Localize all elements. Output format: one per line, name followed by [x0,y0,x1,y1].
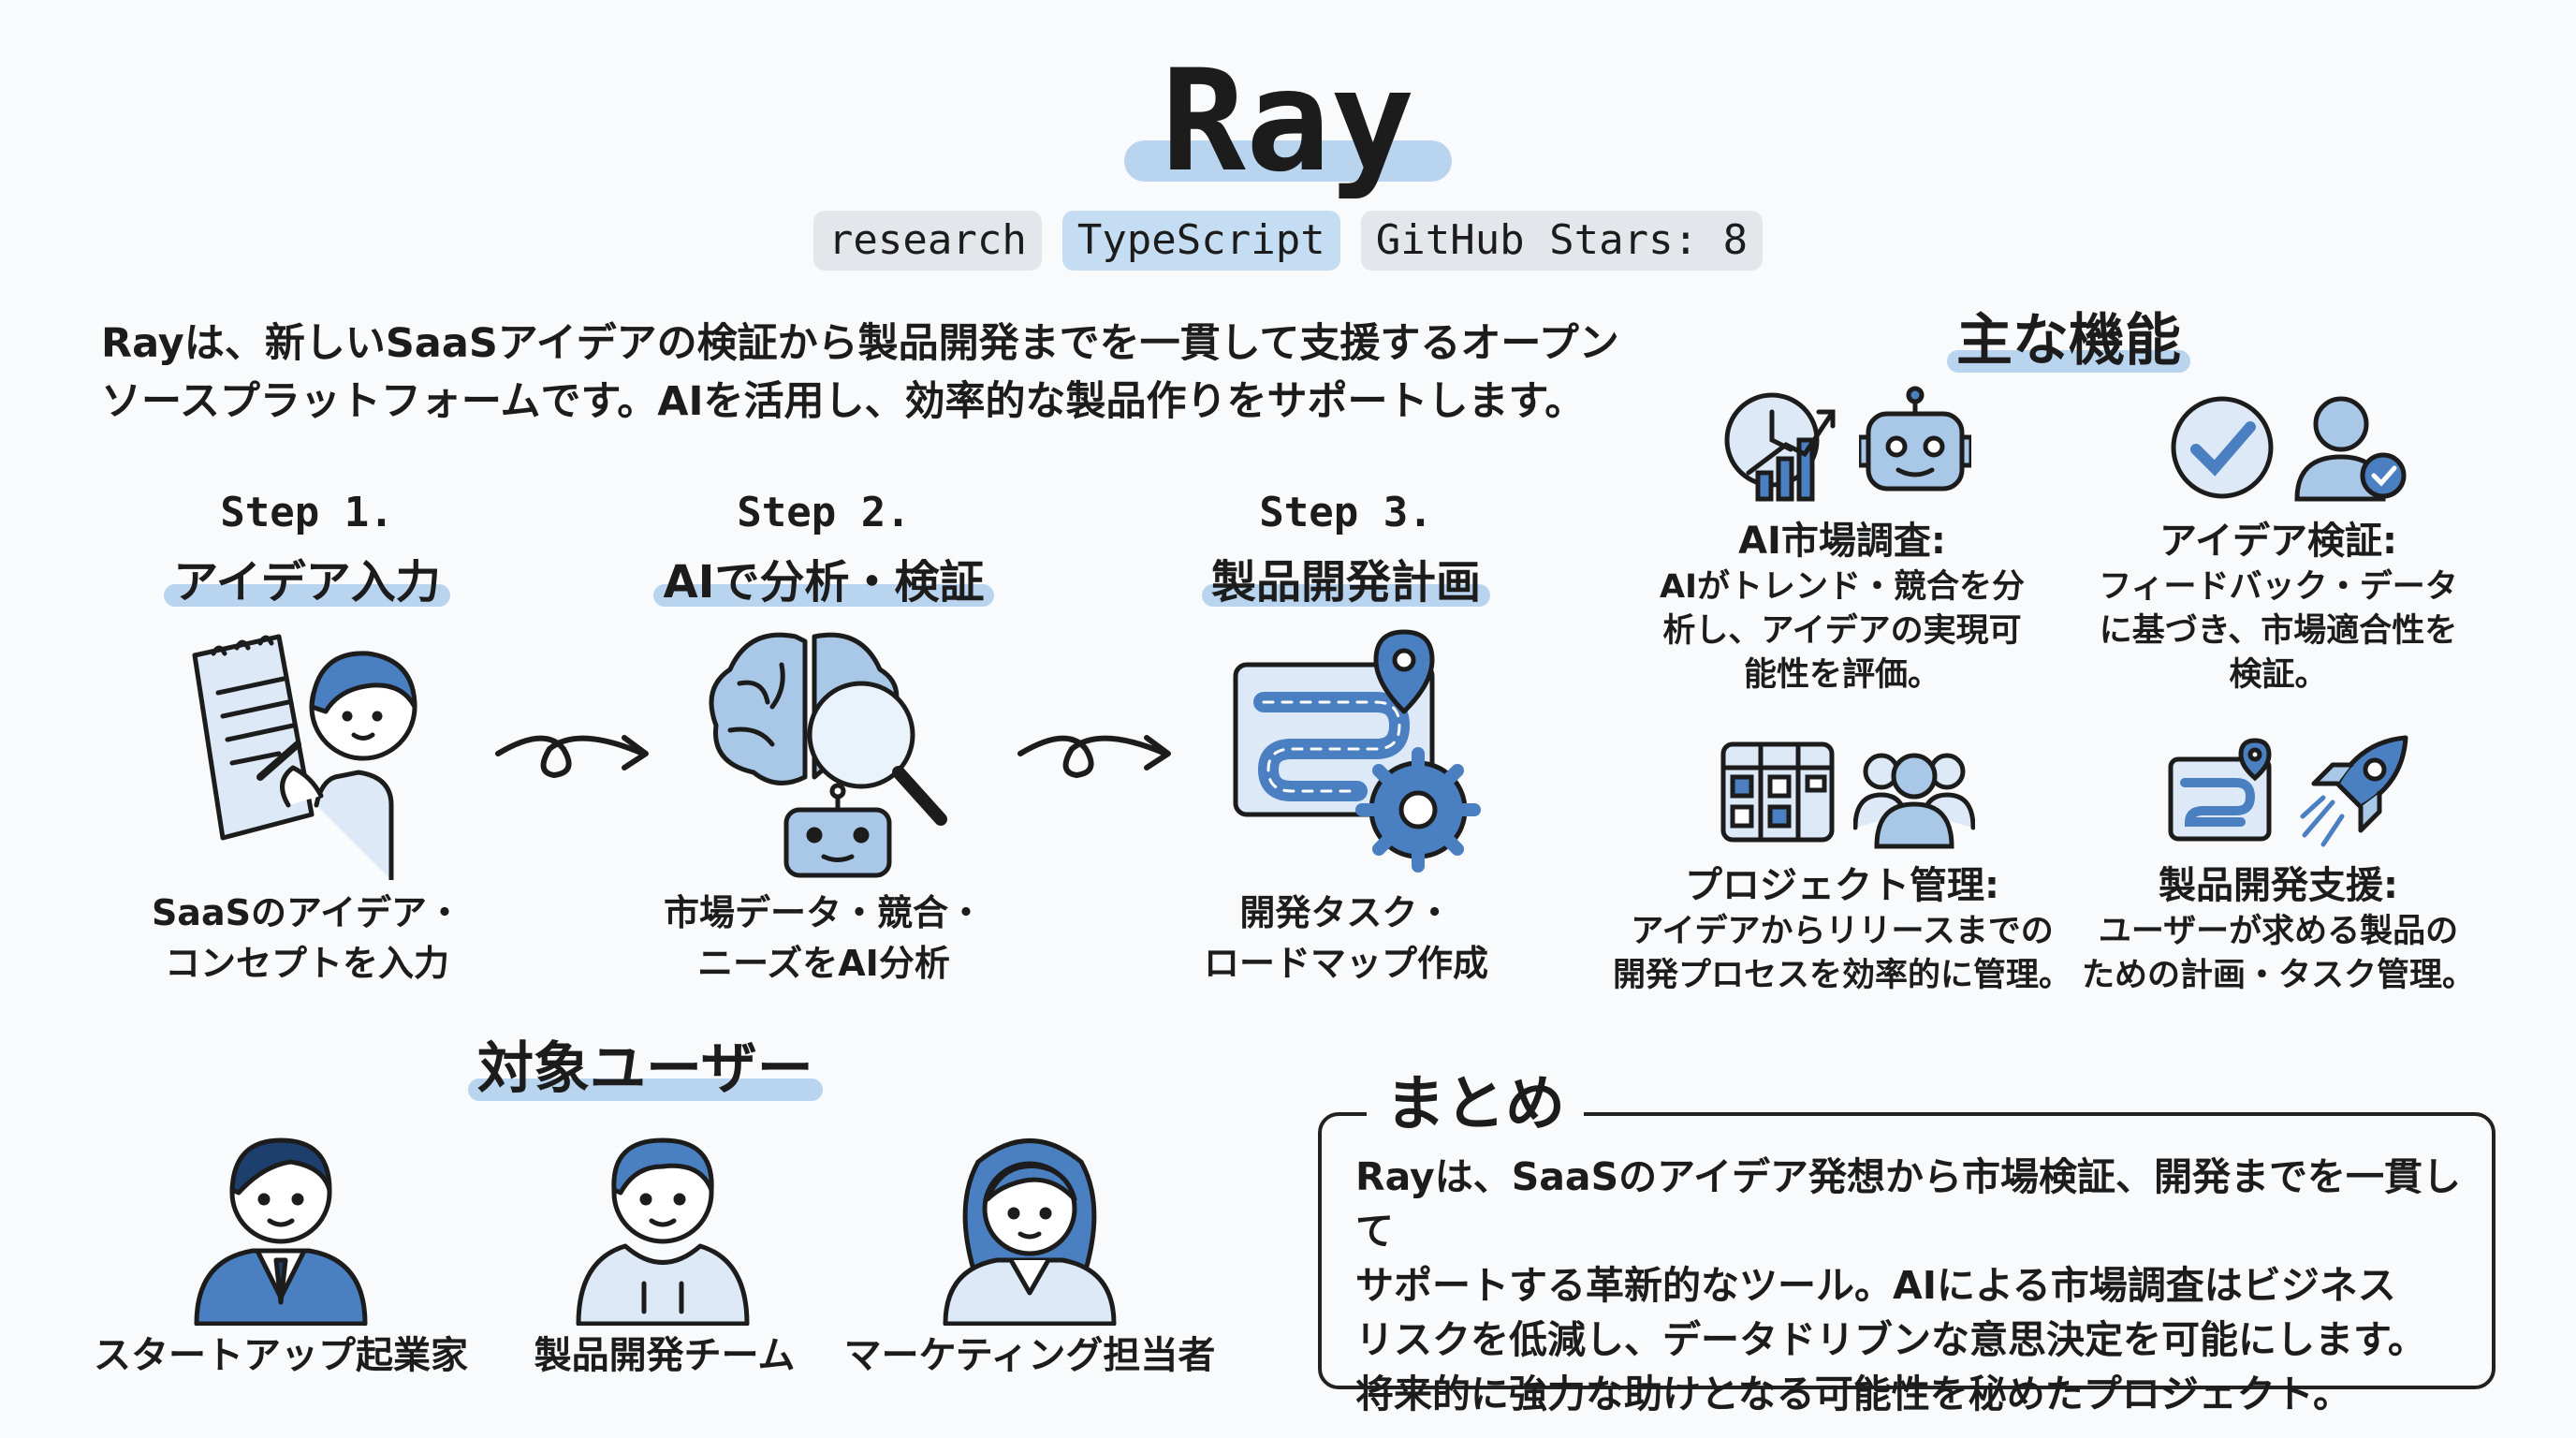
user-label: 製品開発チーム [534,1334,796,1377]
users-title: 対象ユーザー [468,1032,823,1107]
feature-2-line: 検証。 [2229,656,2328,694]
user-marketer: マーケティング担当者 [824,1329,1236,1382]
step-2-desc-line2: ニーズをAI分析 [697,943,950,984]
user-check-icon [2290,391,2411,507]
feature-3-title: プロジェクト管理: [1685,864,1999,907]
summary-line: リスクを低減し、データドリブンな意思決定を可能にします。 [1355,1317,2426,1362]
page-title: Ray [0,37,2576,206]
step-1: Step 1. アイデア入力 [26,487,588,612]
tag-list: research TypeScript GitHub Stars: 8 [0,211,2576,271]
summary-line: 将来的に強力な助けとなる可能性を秘めたプロジェクト。 [1355,1372,2351,1416]
roadmap-gear-icon [1217,618,1498,880]
step-3-title: 製品開発計画 [1201,552,1491,612]
feature-idea-validation: アイデア検証: フィードバック・データ に基づき、市場適合性を 検証。 [2044,517,2512,697]
step-1-desc-line2: コンセプトを入力 [164,943,449,984]
tag-research: research [812,211,1042,271]
summary-line: サポートする革新的なツール。AIによる市場調査はビジネス [1355,1263,2396,1308]
summary-text: Rayは、SaaSのアイデア発想から市場検証、開発までを一貫して サポートする革… [1355,1150,2479,1421]
feature-1-line: AIがトレンド・競合を分 [1659,568,2026,606]
user-label: マーケティング担当者 [843,1334,1216,1377]
step-2-label: Step 2. [737,489,911,536]
rocket-icon [2295,732,2411,858]
feature-2-title: アイデア検証: [2159,520,2397,563]
robot-icon [1856,386,1974,511]
step-1-title: アイデア入力 [164,552,450,612]
step-3-desc-line2: ロードマップ作成 [1203,943,1488,984]
step-2-desc-line1: 市場データ・競合・ [663,892,984,933]
step-3: Step 3. 製品開発計画 [1065,487,1627,612]
feature-3-line: アイデアからリリースまでの [1631,913,2054,950]
features-heading: 主な機能 [1891,303,2247,378]
summary-title: まとめ [1367,1067,1584,1142]
step-1-desc-line1: SaaSのアイデア・ [151,892,463,933]
user-product-team: 製品開発チーム [459,1329,871,1382]
roadmap-icon [2166,736,2282,852]
feature-2-line: に基づき、市場適合性を [2099,612,2458,650]
arrow-icon [489,712,657,800]
features-title: 主な機能 [1947,303,2190,378]
feature-3-line: 開発プロセスを効率的に管理。 [1612,957,2071,994]
tag-github-stars: GitHub Stars: 8 [1360,211,1764,271]
step-1-label: Step 1. [220,489,394,536]
clock-chart-icon [1720,384,1842,509]
feature-1-line: 能性を評価。 [1743,656,1940,694]
checkmark-circle-icon [2166,391,2278,507]
arrow-icon [1011,712,1179,800]
step-3-label: Step 3. [1259,489,1433,536]
feature-4-line: ための計画・タスク管理。 [2081,957,2475,994]
feature-2-line: フィードバック・データ [2099,568,2458,606]
woman-icon [936,1120,1123,1329]
team-icon [1852,734,1976,854]
user-label: スタートアップ起業家 [94,1334,468,1377]
feature-4-title: 製品開発支援: [2159,864,2398,907]
step-3-desc-line1: 開発タスク・ [1239,892,1453,933]
feature-1-title: AI市場調査: [1738,520,1946,563]
users-heading: 対象ユーザー [468,1032,823,1107]
notepad-writing-person-icon [157,618,457,880]
user-startup-founder: スタートアップ起業家 [75,1329,487,1382]
feature-ai-market-research: AI市場調査: AIがトレンド・競合を分 析し、アイデアの実現可 能性を評価。 [1608,517,2076,697]
title-text: Ray [1123,37,1453,206]
summary-line: Rayは、SaaSのアイデア発想から市場検証、開発までを一貫して [1355,1154,2462,1254]
step-3-description: 開発タスク・ ロードマップ作成 [1065,888,1627,989]
kanban-board-icon [1719,740,1837,848]
step-1-description: SaaSのアイデア・ コンセプトを入力 [26,888,588,989]
step-2-title: AIで分析・検証 [653,552,994,612]
step-2-description: 市場データ・競合・ ニーズをAI分析 [543,888,1105,989]
summary-box [1318,1112,2496,1389]
hoodie-person-icon [569,1120,756,1329]
tag-language: TypeScript [1061,211,1340,271]
feature-project-management: プロジェクト管理: アイデアからリリースまでの 開発プロセスを効率的に管理。 [1608,861,2076,998]
businessman-icon [187,1120,374,1329]
step-2: Step 2. AIで分析・検証 [543,487,1105,612]
feature-product-development-support: 製品開発支援: ユーザーが求める製品の ための計画・タスク管理。 [2044,861,2512,998]
feature-4-line: ユーザーが求める製品の [2098,913,2459,950]
feature-1-line: 析し、アイデアの実現可 [1662,612,2022,650]
intro-text: Rayは、新しいSaaSアイデアの検証から製品開発までを一貫して支援するオープン… [101,320,1619,425]
brain-magnifier-robot-icon [693,618,973,880]
